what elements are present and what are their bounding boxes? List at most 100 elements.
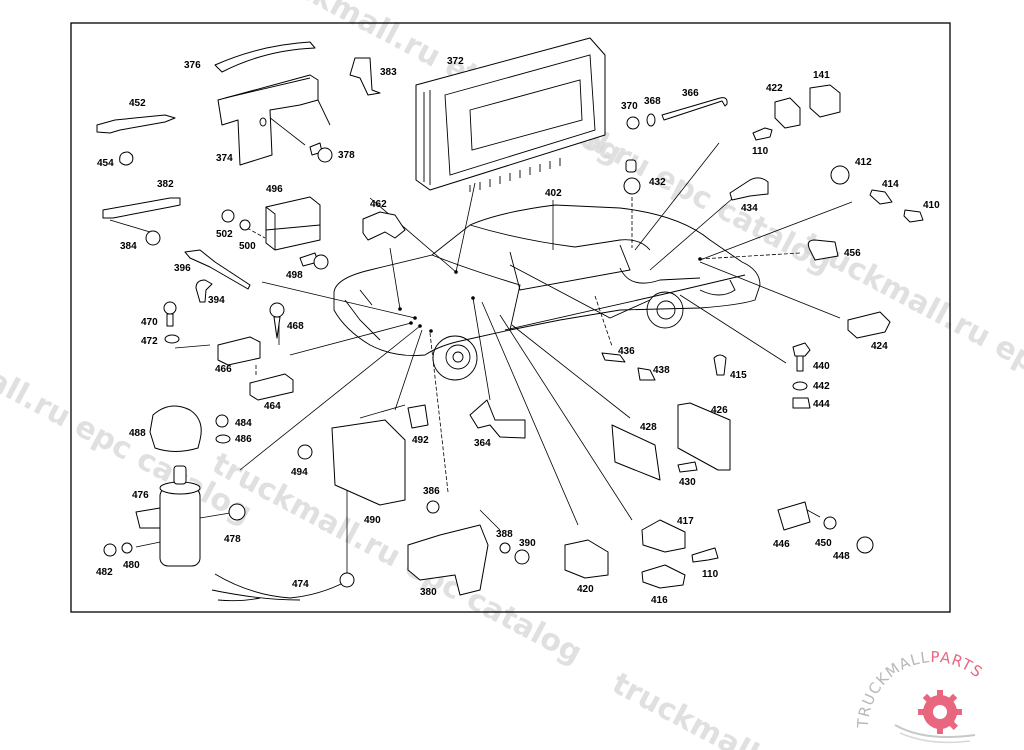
part-466-connector[interactable] [217,336,261,366]
callout-498[interactable]: 498 [286,270,303,281]
callout-476[interactable]: 476 [132,490,149,501]
callout-383[interactable]: 383 [380,67,397,78]
part-432-grommet[interactable] [623,159,641,195]
part-478-grommet[interactable] [228,503,246,521]
part-484-nut[interactable] [215,414,229,428]
part-450-washer[interactable] [823,516,837,530]
callout-502[interactable]: 502 [216,229,233,240]
callout-402[interactable]: 402 [545,188,562,199]
callout-384[interactable]: 384 [120,241,137,252]
callout-110-lower[interactable]: 110 [702,569,719,580]
part-446-plate[interactable] [777,501,811,531]
callout-376[interactable]: 376 [184,60,201,71]
part-386-bolt[interactable] [426,500,440,514]
part-384-screw[interactable] [145,230,161,246]
part-424-grommet[interactable] [847,311,891,339]
callout-417[interactable]: 417 [677,516,694,527]
part-464-connector[interactable] [249,373,294,401]
part-454-clip[interactable] [119,151,134,166]
callout-462[interactable]: 462 [370,199,387,210]
callout-370[interactable]: 370 [621,101,638,112]
part-500-washer[interactable] [239,219,251,231]
part-380-pump[interactable] [407,524,489,596]
part-383-clip[interactable] [349,57,381,96]
part-434-boot[interactable] [729,177,769,201]
callout-382[interactable]: 382 [157,179,174,190]
part-364-bracket[interactable] [469,399,526,439]
callout-440[interactable]: 440 [813,361,830,372]
callout-494[interactable]: 494 [291,467,308,478]
callout-454[interactable]: 454 [97,158,114,169]
callout-438[interactable]: 438 [653,365,670,376]
part-456-clip[interactable] [807,239,839,261]
callout-110-upper[interactable]: 110 [752,146,769,157]
callout-448[interactable]: 448 [833,551,850,562]
part-440-bolt[interactable] [792,342,811,372]
callout-374[interactable]: 374 [216,153,233,164]
callout-442[interactable]: 442 [813,381,830,392]
callout-415[interactable]: 415 [730,370,747,381]
part-410-bulb[interactable] [903,209,924,223]
part-486-washer[interactable] [215,434,231,444]
callout-426[interactable]: 426 [711,405,728,416]
callout-452[interactable]: 452 [129,98,146,109]
callout-430[interactable]: 430 [679,477,696,488]
part-476-ignition-coil[interactable] [135,465,201,567]
callout-416[interactable]: 416 [651,595,668,606]
part-436-terminal[interactable] [601,352,626,363]
callout-141[interactable]: 141 [813,70,830,81]
part-430-pin[interactable] [677,461,698,473]
part-468-screw[interactable] [269,302,285,339]
callout-410[interactable]: 410 [923,200,940,211]
part-498-bolt[interactable] [299,252,329,270]
callout-386[interactable]: 386 [423,486,440,497]
callout-368[interactable]: 368 [644,96,661,107]
part-110-plug[interactable] [691,547,719,563]
part-490-module[interactable] [331,419,406,506]
part-372-control-unit[interactable] [415,37,606,192]
part-496-relay[interactable] [265,196,321,251]
callout-484[interactable]: 484 [235,418,252,429]
part-492-clip[interactable] [407,404,429,429]
part-482-nut[interactable] [103,543,117,557]
callout-372[interactable]: 372 [447,56,464,67]
part-494-bolt[interactable] [297,444,313,460]
callout-396[interactable]: 396 [174,263,191,274]
callout-432[interactable]: 432 [649,177,666,188]
part-502-nut[interactable] [221,209,235,223]
part-438-terminal[interactable] [637,367,656,381]
callout-436[interactable]: 436 [618,346,635,357]
part-470-screw[interactable] [163,301,177,327]
part-388-washer[interactable] [499,542,511,554]
callout-444[interactable]: 444 [813,399,830,410]
callout-472[interactable]: 472 [141,336,158,347]
part-390-nut[interactable] [514,549,530,565]
part-462-sensor[interactable] [362,211,406,241]
part-444-nut[interactable] [792,397,811,409]
callout-388[interactable]: 388 [496,529,513,540]
part-422-relay[interactable] [774,97,801,129]
part-442-washer[interactable] [792,381,808,391]
part-472-washer[interactable] [164,334,180,344]
callout-468[interactable]: 468 [287,321,304,332]
callout-480[interactable]: 480 [123,560,140,571]
part-417-cover[interactable] [641,519,686,553]
part-480-washer[interactable] [121,542,133,554]
callout-482[interactable]: 482 [96,567,113,578]
callout-492[interactable]: 492 [412,435,429,446]
callout-424[interactable]: 424 [871,341,888,352]
part-414-bulb[interactable] [869,189,893,205]
callout-428[interactable]: 428 [640,422,657,433]
callout-420[interactable]: 420 [577,584,594,595]
part-412-socket[interactable] [830,165,850,185]
part-428-module[interactable] [611,424,661,481]
callout-380[interactable]: 380 [420,587,437,598]
callout-378[interactable]: 378 [338,150,355,161]
part-141-clip[interactable] [809,84,841,118]
part-374-bracket[interactable] [217,74,331,166]
callout-488[interactable]: 488 [129,428,146,439]
callout-434[interactable]: 434 [741,203,758,214]
part-378-bolt[interactable] [309,142,333,163]
part-474-cable[interactable] [211,572,355,602]
part-488-cap[interactable] [149,405,202,452]
